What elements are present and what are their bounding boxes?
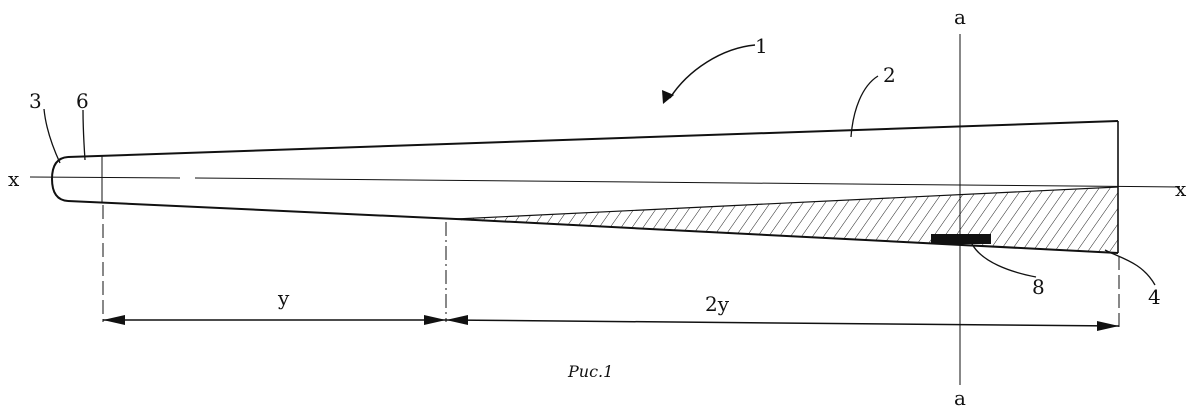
label-1: 1: [755, 34, 768, 58]
part-8: [931, 234, 991, 244]
label-8: 8: [1032, 275, 1045, 299]
axis-label-x-right: x: [1175, 177, 1187, 201]
arrowhead-1: [662, 90, 674, 104]
axis-x: [29, 176, 1181, 188]
extension-lines: [102, 205, 1120, 327]
hatched-region: [456, 187, 1118, 253]
axis-label-a-bottom: a: [954, 386, 966, 410]
dimension-2y: [445, 315, 1120, 331]
label-3: 3: [29, 89, 42, 113]
label-4: 4: [1148, 285, 1161, 309]
axis-label-x-left: x: [8, 167, 20, 191]
figure-caption: Рис.1: [567, 362, 613, 381]
dimension-y: [103, 315, 446, 325]
axis-label-a-top: a: [954, 5, 966, 29]
dim-label-y: y: [277, 286, 290, 310]
dim-label-2y: 2y: [705, 292, 730, 316]
blade-outline: [50, 120, 1119, 254]
label-2: 2: [883, 63, 896, 87]
leader-lines: [43, 44, 1156, 286]
label-6: 6: [76, 89, 89, 113]
